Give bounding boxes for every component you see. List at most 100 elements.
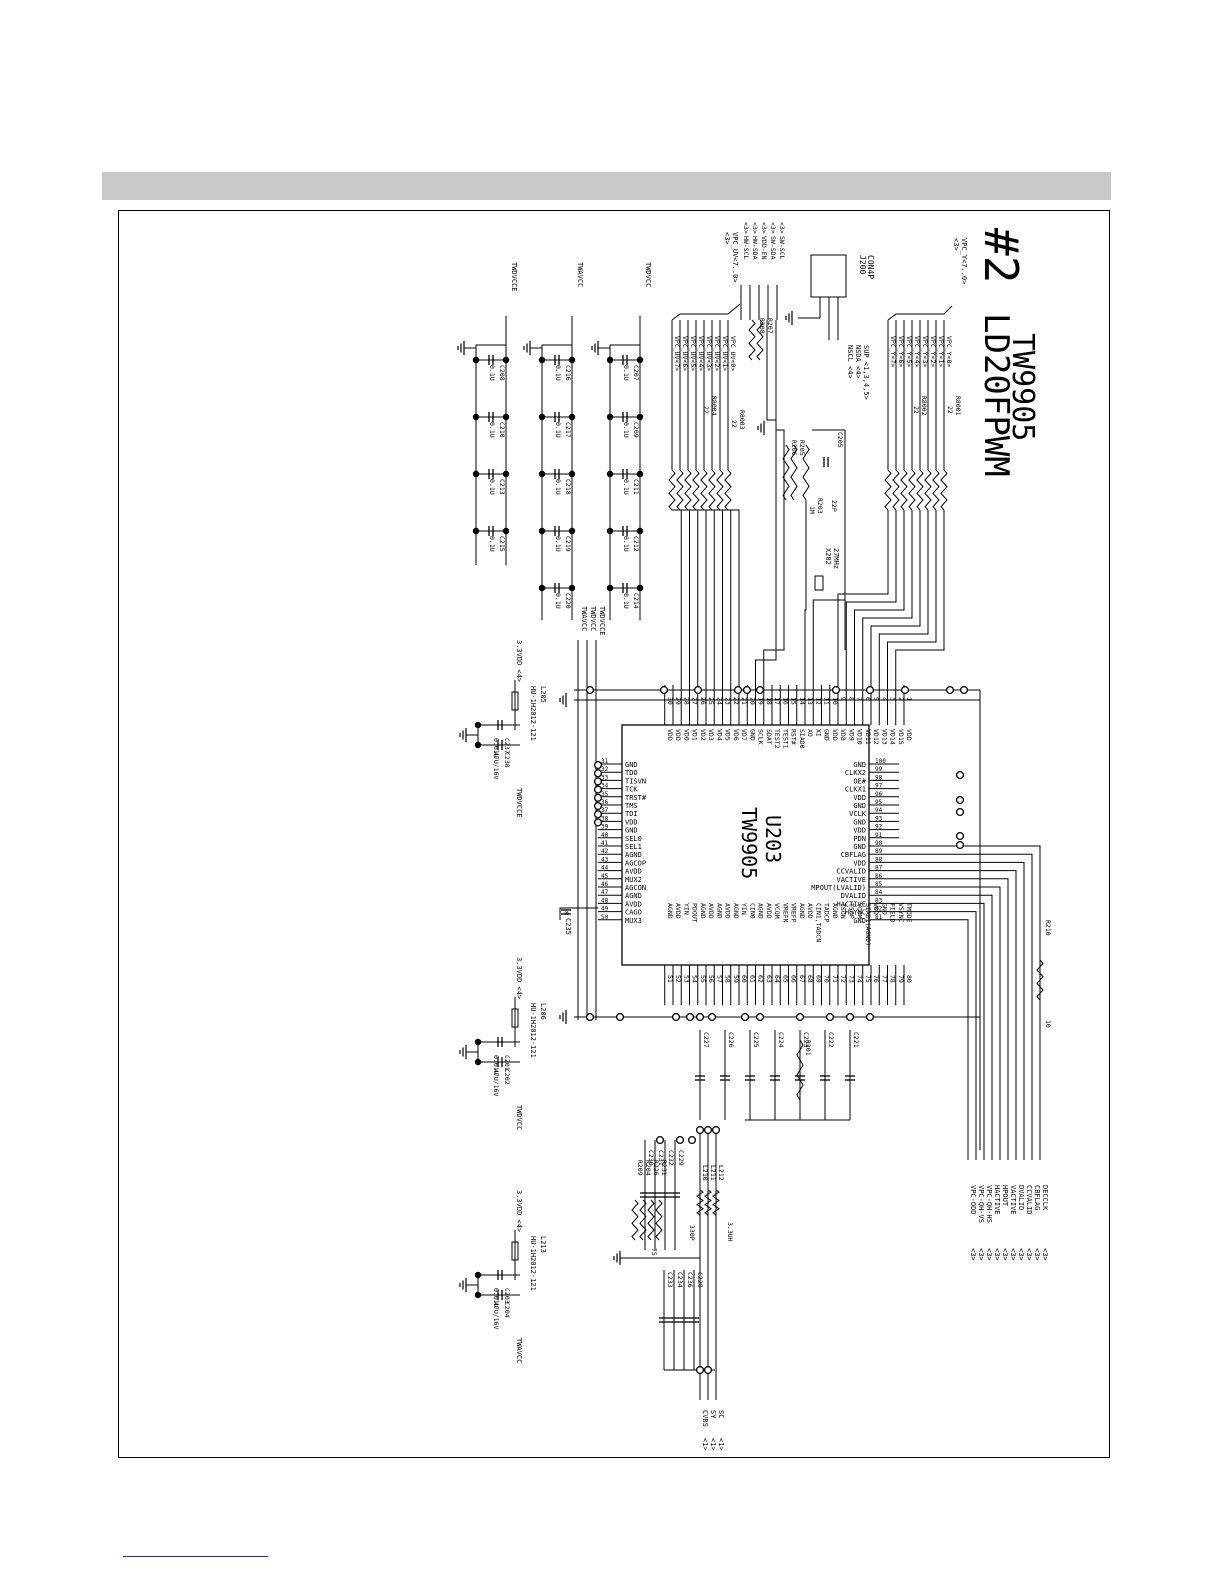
- vpc-y-wire: [870, 510, 921, 685]
- ic-left-pin-name: MUX3: [625, 917, 642, 925]
- ic-left-pin-number: 42: [601, 848, 609, 855]
- xo-wire: [812, 500, 846, 685]
- r210-label: R210: [1044, 920, 1052, 936]
- output-wire: [899, 853, 1033, 1160]
- decoupling-cap-ref: C212: [632, 536, 640, 552]
- connector-net-0: NSCL <4>: [846, 345, 854, 379]
- ic-top-pin-number: 26: [699, 697, 707, 705]
- bus-vpc-y-ref: <3>: [952, 238, 960, 251]
- ic-top-pin-name: SIAD0: [798, 729, 806, 749]
- junction-dot: [703, 1125, 713, 1135]
- vpc-y-wire: [845, 510, 897, 685]
- ic-bottom-pin-number: 55: [699, 975, 707, 983]
- filter-cap2-ref: C238: [503, 752, 511, 768]
- ic-bottom-pin-name: VSYNC: [897, 903, 905, 923]
- ic-bottom-pin-name: CIN0: [748, 903, 756, 919]
- ic-top-pin-name: VD5: [724, 729, 732, 741]
- ic-left-pin-name: TCK: [625, 786, 638, 794]
- vpc-y-bit-label: VPC_Y<6>: [897, 336, 905, 367]
- ic-bottom-pin-name: AGND: [798, 903, 806, 919]
- vpc-uv-wire: [704, 509, 707, 685]
- ic-right-pin-name: CLKX1: [845, 786, 866, 794]
- junction-dot: [538, 356, 546, 364]
- decoupling-cap-value: 0.1U: [488, 365, 496, 381]
- junction-dot: [695, 1012, 705, 1022]
- ic-top-pin-number: 16: [781, 697, 789, 705]
- footer-link-underline[interactable]: [123, 1556, 268, 1558]
- inductor: [712, 1189, 720, 1216]
- filter-part: HU-1H2012-121: [529, 1236, 537, 1291]
- ic-left-pin-name: AVDD: [625, 900, 642, 908]
- junction-dot: [955, 795, 965, 805]
- resistor-r201: [796, 1039, 804, 1101]
- resistor-r206: [782, 444, 790, 501]
- resistor-array-element: [900, 469, 908, 511]
- decoupling-cap-ref: C215: [498, 536, 506, 552]
- control-net-label: SW-SDA: [769, 236, 777, 260]
- ic-left-pin-number: 47: [601, 889, 609, 896]
- junction-dot: [755, 685, 765, 695]
- analog-cap-ref: C223: [802, 1032, 810, 1048]
- resistor-array-element: [916, 469, 924, 511]
- ic-left-pin-number: 49: [601, 906, 609, 913]
- resistor-array-element: [924, 469, 932, 511]
- ic-bottom-pin-name: VREFP: [790, 903, 798, 923]
- filter-cap2-value: 47U/16V: [492, 1069, 500, 1096]
- control-net-ref: <3>: [778, 222, 786, 234]
- ic-top-pin-name: VD1: [691, 729, 699, 741]
- ic-left-pin-number: 37: [601, 807, 609, 814]
- ic-top-pin-number: 1: [905, 697, 913, 701]
- ic-right-pin-number: 98: [875, 774, 883, 781]
- out-cap-ref: C233: [666, 1272, 674, 1288]
- decoupling-cap-ref: C209: [632, 422, 640, 438]
- junction-dot: [703, 1365, 713, 1375]
- decoupling-cap-ref: C220: [564, 593, 572, 609]
- ic-left-pin-name: TDO: [625, 769, 638, 777]
- vpc-y-wire: [887, 510, 937, 685]
- output-net-label: CCVALID: [1025, 1185, 1033, 1215]
- crystal-x202: [814, 575, 824, 591]
- junction-dot: [955, 831, 965, 841]
- decoupling-cap-ref: C210: [498, 422, 506, 438]
- junction-dot: [615, 1012, 625, 1022]
- ic-top-pin-number: 27: [691, 697, 699, 705]
- junction-dot: [795, 1012, 805, 1022]
- c235-wire: [559, 907, 598, 920]
- filter-part: HU-1H2012-121: [529, 1003, 537, 1058]
- junction-dot: [538, 527, 546, 535]
- ic-left-pin-name: VDD: [625, 818, 638, 826]
- ic-top-pin-name: RST#: [790, 729, 798, 745]
- sdat-wire: [763, 320, 785, 685]
- vpc-uv-wire: [697, 509, 712, 685]
- junction-dot: [659, 685, 669, 695]
- ic-right-pin-number: 93: [875, 815, 883, 822]
- ic-top-pin-number: 3: [889, 697, 897, 701]
- ic-bottom-pin-number: 63: [765, 975, 773, 983]
- junction-dot: [693, 685, 703, 695]
- vpc-y-wire: [862, 510, 913, 685]
- ic-top-pin-name: VD10: [856, 729, 864, 745]
- decoupling-cap-value: 0.1U: [622, 479, 630, 495]
- output-net-label: VPC-QH-HS: [985, 1185, 993, 1223]
- ic-right-pin-name: OE#: [853, 777, 866, 785]
- resistor-r207: [756, 319, 764, 361]
- c235-mark: *: [559, 910, 570, 916]
- ic-bottom-pin-name: AGND: [715, 903, 723, 919]
- junction-dot: [687, 1135, 697, 1145]
- ic-top-pin-name: VD12: [872, 729, 880, 745]
- ic-top-pin-number: 24: [715, 697, 723, 705]
- decoupling-cap-value: 0.1U: [554, 422, 562, 438]
- filter-cap2-ref: C204: [503, 1302, 511, 1318]
- ic-bottom-pin-number: 76: [872, 975, 880, 983]
- ic-top-pin-name: SDAT: [765, 729, 773, 745]
- resistor-array-ref: R8003: [738, 410, 746, 430]
- ic-right-pin-name: VCLK: [849, 810, 867, 818]
- output-net-ref: <3>: [1041, 1248, 1049, 1261]
- r210-value: 10: [1044, 1020, 1052, 1028]
- sheet-title: LD20FPWM: [976, 313, 1016, 477]
- decoupling-cap-value: 0.1U: [488, 479, 496, 495]
- junction-dot: [865, 685, 875, 695]
- decoupling-cap-ref: C214: [632, 593, 640, 609]
- junction-dot: [472, 527, 480, 535]
